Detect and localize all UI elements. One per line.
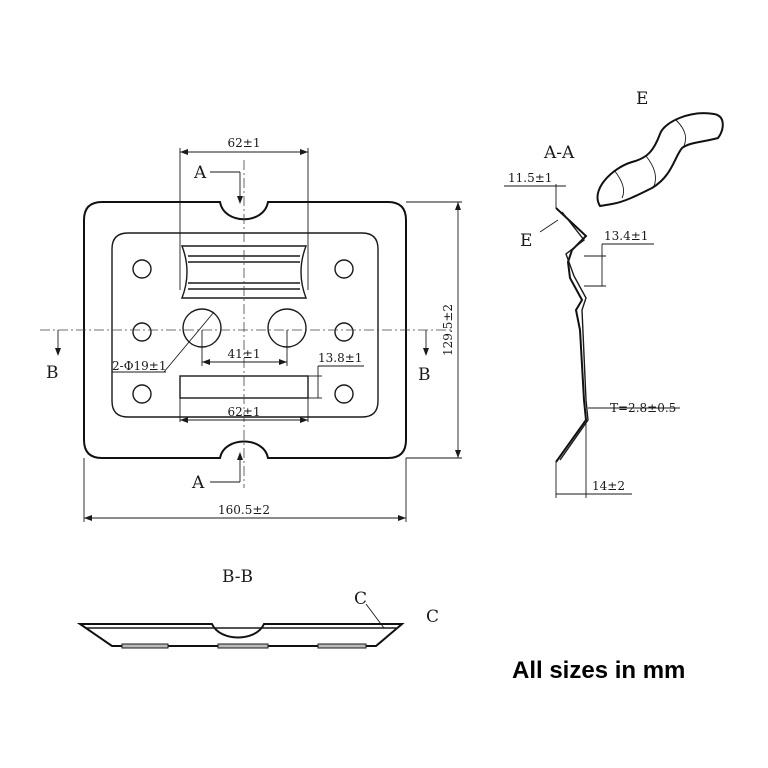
e-pointer-label: E	[520, 231, 532, 251]
aa-profile	[555, 207, 588, 463]
section-b-left-label: B	[46, 363, 59, 383]
screw-hole	[334, 384, 354, 404]
dim-aa-step-label: 13.4±1	[604, 229, 648, 243]
dim-slot-height: 13.8±1	[308, 351, 364, 399]
dim-total-height-label: 129.5±2	[441, 304, 455, 356]
section-bb: B-B C C	[76, 567, 439, 649]
dim-slot-height-label: 13.8±1	[318, 351, 362, 365]
dim-top-width: 62±1	[179, 136, 309, 290]
aa-profile-inner	[559, 211, 589, 461]
dim-hole-spacing-label: 41±1	[228, 347, 261, 361]
screw-hole	[132, 259, 152, 279]
plan-view	[40, 160, 452, 488]
section-a-top-label: A	[193, 163, 207, 183]
section-aa: A-A 11.5±1 E 13.4±1 T=2.8±0.5 14±2	[504, 143, 680, 498]
section-b-right-label: B	[418, 365, 431, 385]
detail-e: E	[596, 89, 724, 208]
dim-aa-lip-label: 11.5±1	[508, 171, 552, 185]
section-a-top: A	[193, 163, 243, 204]
dim-thickness-label: T=2.8±0.5	[610, 401, 676, 415]
top-channel	[180, 245, 308, 299]
section-bb-title: B-B	[222, 567, 253, 587]
dim-holes: 2-Φ19±1	[112, 311, 215, 373]
section-a-bottom-label: A	[191, 473, 205, 493]
screw-hole	[132, 322, 152, 342]
dim-top-width-label: 62±1	[228, 136, 261, 150]
section-a-bottom: A	[191, 452, 243, 493]
units-note: All sizes in mm	[512, 657, 685, 684]
section-aa-title: A-A	[543, 143, 575, 163]
inner-outline	[111, 232, 379, 418]
section-b-right: B	[418, 330, 431, 385]
screw-hole	[132, 384, 152, 404]
section-b-left: B	[46, 330, 61, 383]
dim-total-width-label: 160.5±2	[218, 503, 270, 517]
e-detail-label: E	[636, 89, 648, 109]
dim-holes-label: 2-Φ19±1	[112, 359, 167, 373]
dim-slot-width: 62±1	[179, 398, 309, 423]
plate-outline	[83, 201, 407, 459]
dim-total-height: 129.5±2	[406, 201, 462, 459]
detail-e-outline	[596, 112, 724, 208]
c-pointer-label: C	[354, 589, 367, 609]
dim-hole-spacing: 41±1	[201, 330, 288, 366]
dim-slot-width-label: 62±1	[228, 405, 261, 419]
screw-hole	[334, 322, 354, 342]
screw-hole	[334, 259, 354, 279]
dim-aa-depth-label: 14±2	[592, 479, 625, 493]
dim-total-width: 160.5±2	[83, 458, 407, 522]
c-detail-label: C	[426, 607, 439, 627]
